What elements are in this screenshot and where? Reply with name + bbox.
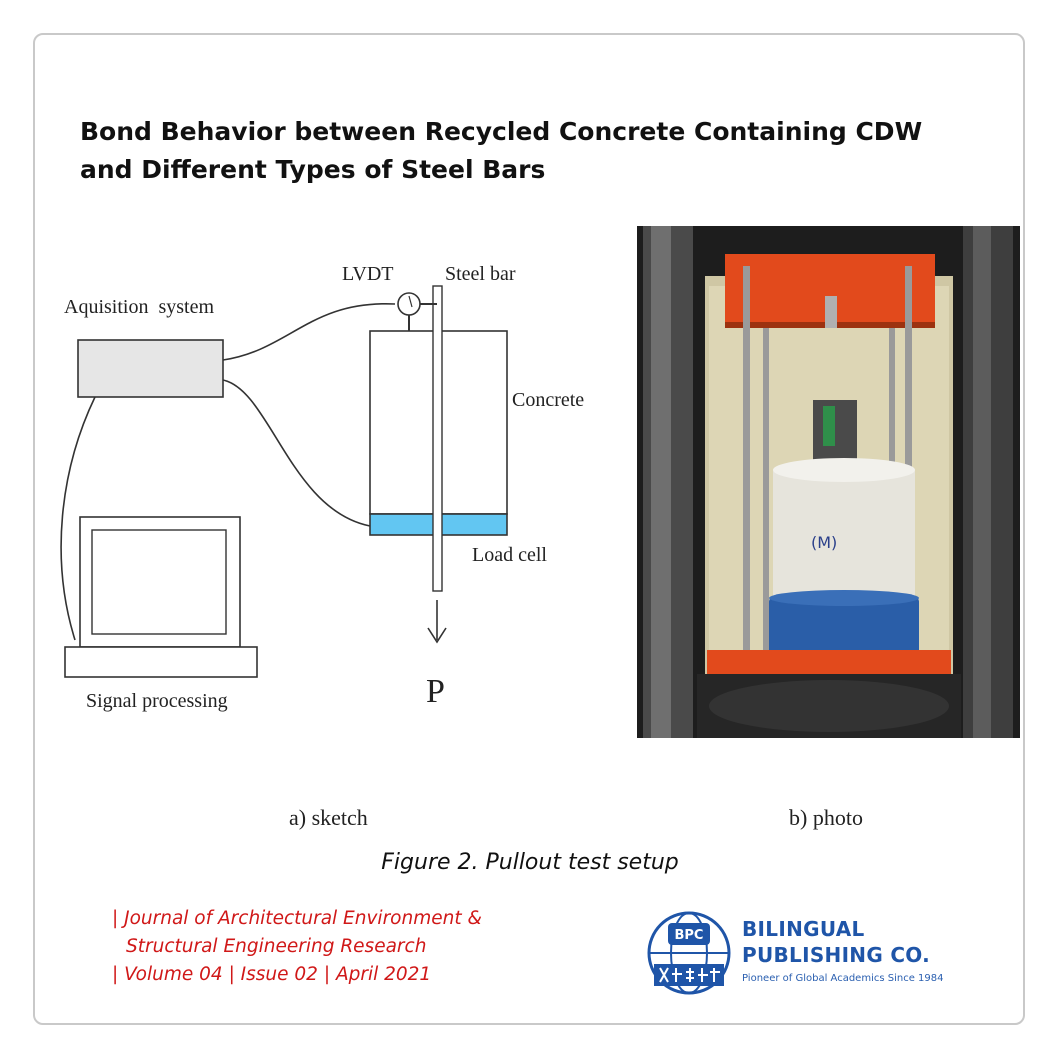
paper-title: Bond Behavior between Recycled Concrete …	[80, 113, 1020, 189]
paper-title-line-1: Bond Behavior between Recycled Concrete …	[80, 117, 923, 146]
logo-abbr: BPC	[675, 928, 704, 943]
sublabel-sketch: a) sketch	[289, 805, 368, 830]
svg-text:(M): (M)	[811, 533, 837, 552]
pullout-test-photo: (M)	[637, 226, 1020, 738]
publisher-name-line-1: BILINGUAL	[742, 917, 865, 941]
bpc-globe-icon: BPC	[647, 911, 731, 995]
publisher-logo: BPC BILINGUAL PUBLISHING CO. Pioneer of …	[640, 910, 943, 996]
label-force-p: P	[426, 673, 445, 710]
pullout-sketch-diagram: LVDT Steel bar Aquisition system Concret…	[60, 263, 584, 712]
publisher-tagline: Pioneer of Global Academics Since 1984	[742, 973, 944, 984]
label-concrete: Concrete	[512, 389, 584, 411]
publisher-name: BILINGUAL PUBLISHING CO. Pioneer of Glob…	[742, 916, 943, 986]
force-arrow	[427, 600, 447, 644]
journal-name-line-2: Structural Engineering Research	[126, 936, 427, 957]
journal-name-line-1: | Journal of Architectural Environment &	[112, 908, 482, 929]
label-lvdt: LVDT	[342, 263, 393, 285]
publisher-name-line-2: PUBLISHING CO.	[742, 943, 931, 967]
label-steel-bar: Steel bar	[445, 263, 516, 285]
journal-issue-line: | Volume 04 | Issue 02 | April 2021	[112, 964, 432, 985]
figure-caption: Figure 2. Pullout test setup	[381, 850, 679, 875]
label-signal-processing: Signal processing	[86, 690, 228, 712]
computer-base	[64, 646, 258, 678]
wire-acq-to-lvdt	[222, 303, 396, 361]
steel-bar	[432, 285, 443, 592]
sublabel-photo: b) photo	[789, 805, 863, 830]
label-load-cell: Load cell	[472, 544, 547, 566]
acquisition-box	[77, 339, 224, 398]
wire-acq-to-loadcell	[222, 379, 371, 527]
journal-info: | Journal of Architectural Environment &…	[112, 905, 482, 989]
paper-title-line-2: and Different Types of Steel Bars	[80, 155, 546, 184]
label-acquisition-system: Aquisition system	[64, 296, 214, 318]
computer-screen	[91, 529, 227, 635]
wire-acq-to-computer	[60, 396, 96, 641]
